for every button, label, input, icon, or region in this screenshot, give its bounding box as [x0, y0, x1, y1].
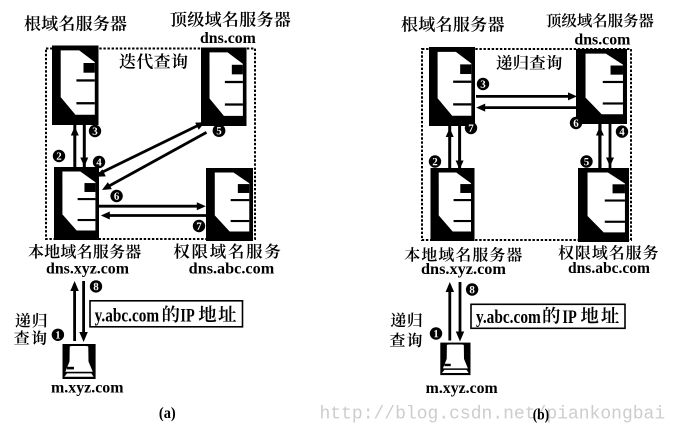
- svg-text:y.abc.com: y.abc.com: [476, 307, 541, 328]
- svg-text:dns.com: dns.com: [200, 30, 256, 47]
- svg-text:dns.com: dns.com: [574, 32, 630, 49]
- svg-text:http://blog.csdn.net/piankongb: http://blog.csdn.net/piankongbai: [320, 405, 666, 425]
- svg-text:dns.xyz.com: dns.xyz.com: [46, 261, 130, 278]
- svg-text:y.abc.com: y.abc.com: [95, 306, 160, 327]
- svg-text:dns.xyz.com: dns.xyz.com: [421, 261, 507, 278]
- svg-text:m.xyz.com: m.xyz.com: [426, 380, 498, 397]
- svg-text:m.xyz.com: m.xyz.com: [51, 380, 124, 397]
- svg-text:(a): (a): [159, 405, 176, 422]
- svg-text:IP: IP: [180, 306, 195, 327]
- svg-text:dns.abc.com: dns.abc.com: [189, 261, 275, 278]
- svg-text:dns.abc.com: dns.abc.com: [568, 260, 651, 277]
- svg-text:IP: IP: [562, 307, 577, 328]
- svg-text:(b): (b): [533, 407, 550, 424]
